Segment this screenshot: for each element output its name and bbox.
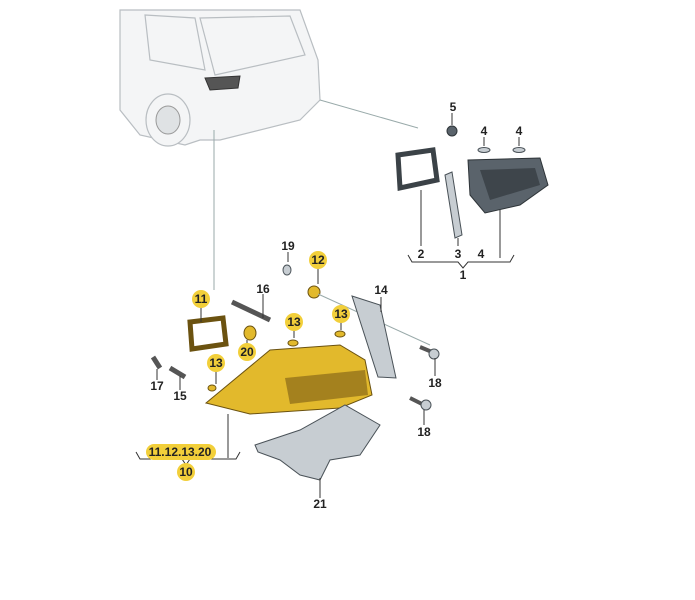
part-2-gasket bbox=[395, 147, 440, 192]
part-10-tail-lamp bbox=[204, 344, 373, 415]
label-13: 13 bbox=[334, 307, 348, 321]
label-15: 15 bbox=[173, 389, 187, 403]
label-21: 21 bbox=[313, 497, 327, 511]
vehicle-illustration bbox=[119, 9, 321, 147]
part-5-nut bbox=[446, 125, 458, 137]
label-5: 5 bbox=[450, 100, 457, 114]
part-11-gasket bbox=[187, 315, 229, 352]
label-16: 16 bbox=[256, 282, 270, 296]
leader-car-to-outer-lamp bbox=[319, 99, 419, 129]
label-11: 11 bbox=[195, 292, 208, 306]
part-16-adjuster bbox=[230, 299, 272, 323]
label-10: 10 bbox=[179, 465, 193, 479]
part-13-nuts bbox=[207, 330, 346, 392]
label-group-11-12-13-20: 11.12.13.20 bbox=[149, 445, 212, 459]
part-12-bulb-holder bbox=[307, 285, 321, 299]
part-20-sleeve bbox=[243, 325, 257, 341]
label-14: 14 bbox=[374, 283, 388, 297]
label-4: 4 bbox=[516, 124, 523, 138]
label-18: 18 bbox=[417, 425, 431, 439]
label-1: 1 bbox=[460, 268, 467, 282]
label-2: 2 bbox=[418, 247, 425, 261]
part-21-bracket bbox=[254, 404, 381, 481]
part-15-screw bbox=[168, 365, 187, 380]
part-4-outer-lamp bbox=[467, 157, 549, 214]
label-13: 13 bbox=[287, 315, 301, 329]
part-14-cover bbox=[351, 295, 397, 379]
label-19: 19 bbox=[281, 239, 295, 253]
label-4: 4 bbox=[481, 124, 488, 138]
label-20: 20 bbox=[240, 345, 254, 359]
label-4: 4 bbox=[478, 247, 485, 261]
label-18: 18 bbox=[428, 376, 442, 390]
label-13: 13 bbox=[209, 356, 223, 370]
bracket-group-1 bbox=[407, 254, 515, 269]
part-4-washers bbox=[477, 147, 526, 153]
label-17: 17 bbox=[150, 379, 164, 393]
part-18-bolts bbox=[409, 345, 440, 411]
label-3: 3 bbox=[455, 247, 462, 261]
part-3-trim bbox=[444, 171, 463, 239]
part-19-plug bbox=[282, 264, 292, 276]
part-17-screw bbox=[150, 355, 163, 370]
part-labels: 5 4 4 2 3 4 1 19 12 16 14 11 13 13 13 20… bbox=[146, 100, 523, 511]
label-12: 12 bbox=[311, 253, 325, 267]
